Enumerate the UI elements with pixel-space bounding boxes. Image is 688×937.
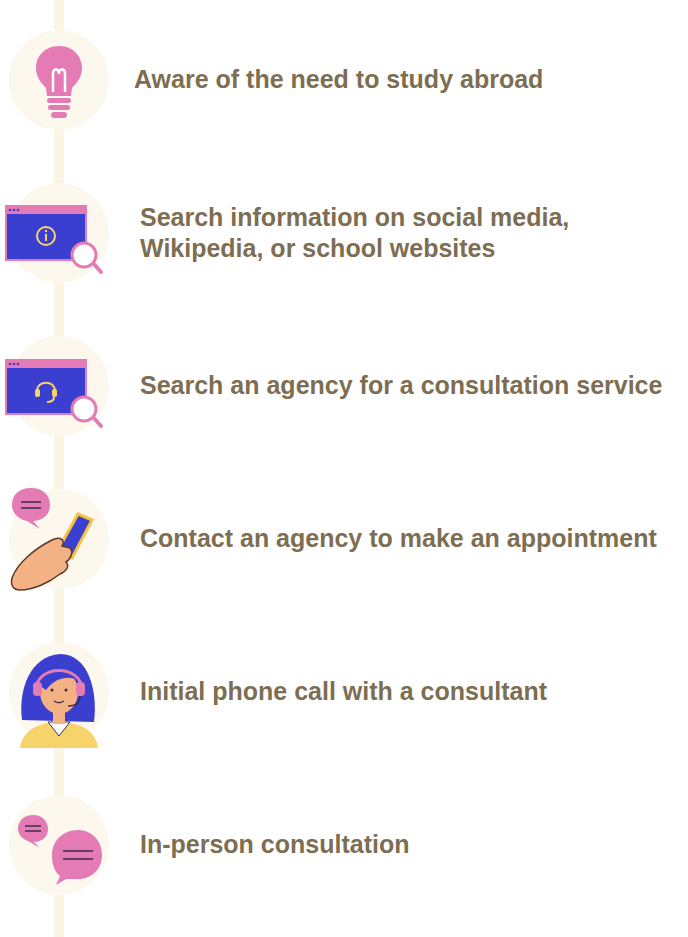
timeline-connector xyxy=(54,130,64,183)
step-label: Initial phone call with a consultant xyxy=(140,676,547,707)
timeline-step: Search an agency for a consultation serv… xyxy=(9,336,681,436)
info-browser-icon xyxy=(6,206,101,272)
timeline-step: Contact an agency to make an appointment xyxy=(9,489,681,589)
chat-bubbles-icon xyxy=(18,815,102,885)
step-circles xyxy=(9,30,109,895)
timeline-connector xyxy=(54,589,64,642)
timeline-step: Aware of the need to study abroad xyxy=(9,30,681,130)
timeline-line-bottom xyxy=(54,895,64,937)
timeline-connector xyxy=(54,742,64,795)
step-circle xyxy=(9,795,109,895)
consultant-icon xyxy=(20,654,98,748)
step-circle xyxy=(9,30,109,130)
step-label: Aware of the need to study abroad xyxy=(134,64,543,95)
step-circle xyxy=(9,489,109,589)
lightbulb-icon xyxy=(36,46,82,118)
timeline-step: In-person consultation xyxy=(9,795,681,895)
step-label: Contact an agency to make an appointment xyxy=(140,523,657,554)
timeline-step: Initial phone call with a consultant xyxy=(9,642,681,742)
phone-hand-icon xyxy=(11,488,92,590)
timeline-step: Search information on social media, Wiki… xyxy=(9,183,681,283)
timeline-connector xyxy=(54,283,64,336)
step-label: In-person consultation xyxy=(140,829,409,860)
step-label: Search an agency for a consultation serv… xyxy=(140,370,662,401)
step-label: Search information on social media, Wiki… xyxy=(140,202,681,265)
timeline-line-top xyxy=(54,0,64,30)
support-browser-icon xyxy=(6,360,101,426)
step-circle xyxy=(9,642,109,742)
timeline-connector xyxy=(54,436,64,489)
